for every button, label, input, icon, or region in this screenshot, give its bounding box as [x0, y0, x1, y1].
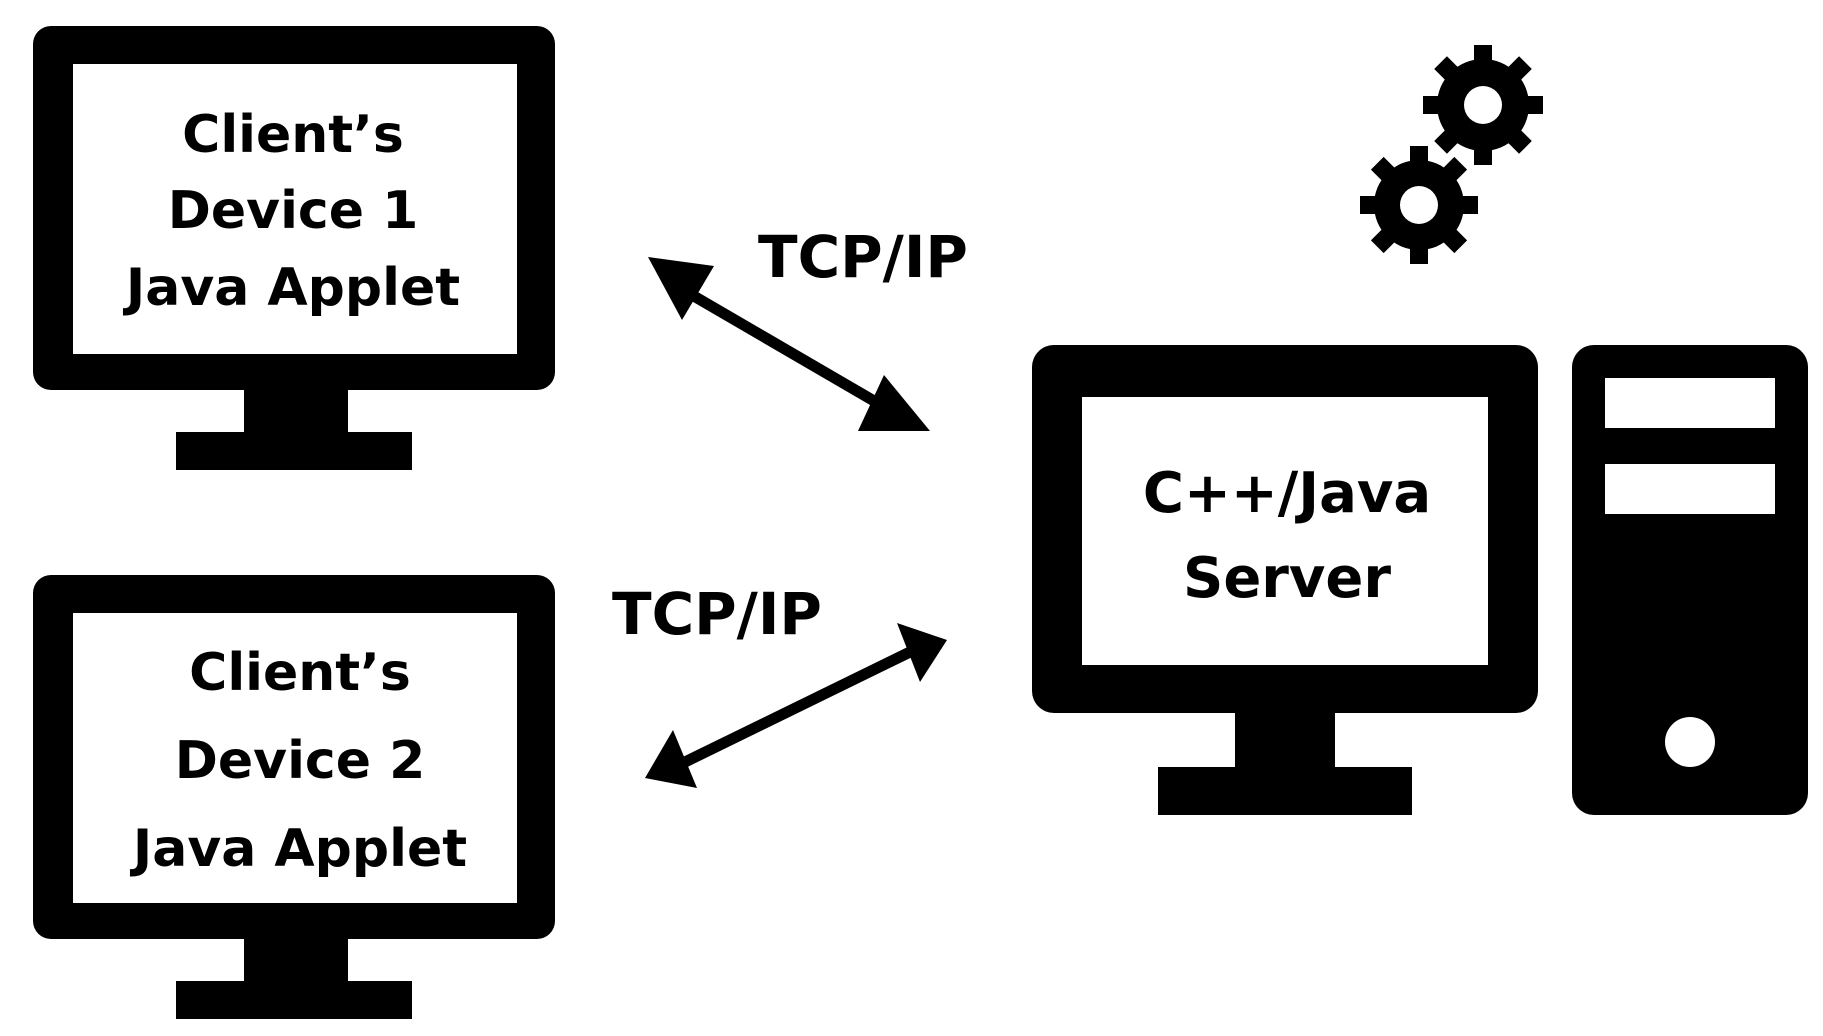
tcpip-label-2: TCP/IP	[612, 580, 822, 648]
client-device-2: Client’s Device 2 Java Applet	[33, 575, 555, 1019]
client2-label-line1: Client’s	[189, 643, 411, 703]
server-label-line2: Server	[1183, 546, 1391, 611]
double-arrow-icon	[645, 623, 947, 788]
client2-label-line2: Device 2	[175, 731, 426, 791]
client-device-1: Client’s Device 1 Java Applet	[33, 26, 555, 470]
client1-label-line3: Java Applet	[123, 258, 460, 318]
tower-icon	[1572, 345, 1808, 815]
monitor-icon	[1032, 345, 1538, 815]
client2-label-line3: Java Applet	[130, 819, 467, 879]
monitor-icon	[33, 26, 555, 470]
server-computer: C++/Java Server	[1032, 345, 1808, 815]
monitor-icon	[33, 575, 555, 1019]
client1-label-line1: Client’s	[182, 105, 404, 165]
gear-icon	[1360, 146, 1478, 264]
client1-label-line2: Device 1	[168, 181, 419, 241]
gear-icon	[1423, 45, 1543, 165]
gears-icon	[1360, 45, 1543, 264]
server-label-line1: C++/Java	[1143, 461, 1431, 526]
tcpip-label-1: TCP/IP	[758, 223, 968, 291]
double-arrow-icon	[648, 257, 930, 431]
